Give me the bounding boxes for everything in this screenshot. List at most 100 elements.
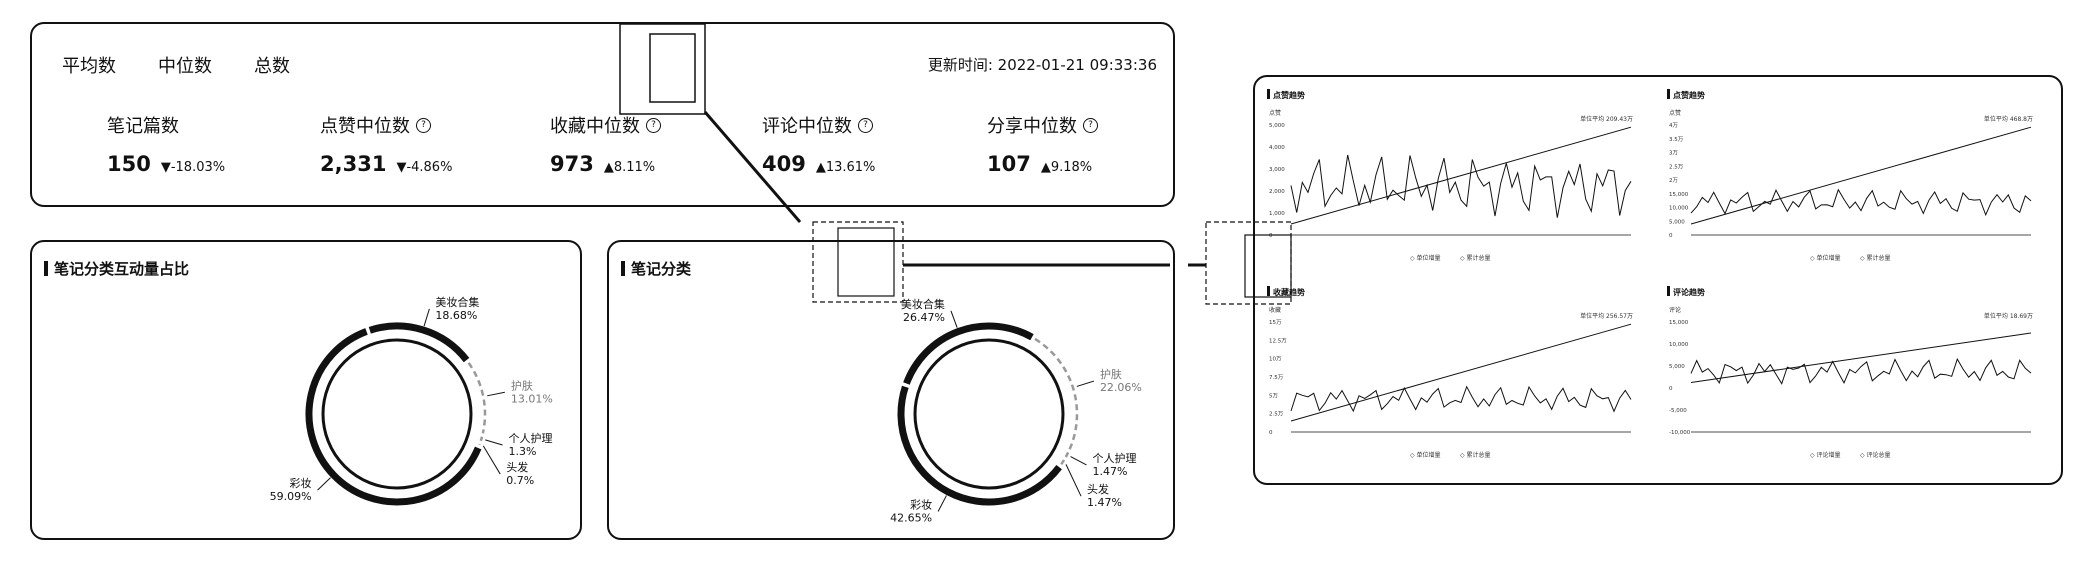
category-donut-chart: 彩妆42.65%美妆合集26.47%护肤22.06%个人护理1.47%头发1.4… [890,297,1142,525]
metric-value: 973 [550,152,594,176]
y-tick-label: 10万 [1269,356,1282,363]
metric-label: 收藏中位数 [550,116,640,137]
y-tick-label: 7.5万 [1269,374,1284,381]
donut-slice [903,322,1034,385]
y-tick-label: 12.5万 [1269,337,1287,344]
help-icon[interactable]: ? [1083,117,1098,133]
leader-line [937,495,947,512]
legend-item: ◇ 累计总量 [1860,254,1891,262]
panel-title-text: 笔记分类 [631,260,692,278]
stats-panel: 平均数 中位数 总数 更新时间: 2022-01-21 09:33:36 笔记篇… [30,22,1175,207]
y-tick-label: 5,000 [1669,219,1685,225]
slice-value-label: 22.06% [1100,381,1142,394]
y-tick-label: 0 [1669,386,1673,392]
leader-line [482,445,501,475]
y-tick-label: -10,000 [1669,430,1691,436]
help-icon[interactable]: ? [416,117,431,133]
slice-value-label: 13.01% [511,392,553,405]
axis-label: 点赞 [1669,109,1681,117]
y-tick-label: 2.5万 [1669,163,1684,170]
y-tick-label: 4万 [1669,122,1678,129]
leader-line [1065,464,1082,497]
donut-inner-ring [913,338,1065,490]
metric-notes: 笔记篇数 150 ▼-18.03% [107,112,225,176]
slice-value-label: 18.68% [435,309,477,322]
donut-slice [1034,337,1079,450]
metric-change: ▲8.11% [603,160,656,175]
slice-value-label: 42.65% [890,512,932,525]
donut-slice [1060,459,1066,466]
y-tick-label: 2.5万 [1269,411,1284,418]
trend-chart-title: 收藏趋势 [1273,287,1305,297]
y-tick-label: 5万 [1269,392,1278,399]
y-tick-label: 15,000 [1669,192,1689,198]
y-tick-label: 10,000 [1669,206,1689,212]
series-line-cumulative [1290,323,1632,422]
slice-name-label: 头发 [506,460,528,474]
metric-change: ▲9.18% [1040,160,1093,175]
tab-total[interactable]: 总数 [254,56,290,77]
y-tick-label: 3万 [1669,150,1678,157]
series-line-increment [1690,357,2032,385]
title-bar-icon [44,261,48,276]
tab-average[interactable]: 平均数 [62,56,116,77]
slice-name-label: 个人护理 [1093,451,1137,465]
donut-slice [897,385,1062,506]
tab-median[interactable]: 中位数 [158,56,212,77]
y-tick-label: 5,000 [1669,364,1685,370]
y-tick-label: -5,000 [1669,408,1687,414]
slice-name-label: 彩妆 [910,499,932,512]
metric-likes: 点赞中位数? 2,331 ▼-4.86% [320,112,452,176]
axis-label: 评论 [1669,306,1681,314]
metric-change: ▼-18.03% [160,160,226,175]
metric-label: 笔记篇数 [107,116,179,137]
title-bar-icon [1667,89,1670,99]
leader-line [487,391,505,397]
axis-label: 收藏 [1269,306,1281,314]
series-line-increment [1290,154,1632,218]
slice-name-label: 护肤 [511,378,533,392]
donut-slice [305,328,482,506]
trend-arrow-icon: ▼ [160,160,171,175]
trend-arrow-icon: ▲ [1040,160,1051,175]
trend-arrow-icon: ▲ [815,160,826,175]
y-tick-label: 3,000 [1269,167,1285,173]
slice-value-label: 0.7% [506,474,534,487]
y-tick-label: 0 [1269,430,1273,436]
metric-change: ▲13.61% [815,160,876,175]
metric-value: 2,331 [320,152,387,176]
title-bar-icon [1267,89,1270,99]
y-tick-label: 5,000 [1269,123,1285,129]
help-icon[interactable]: ? [646,117,661,133]
slice-name-label: 美妆合集 [901,297,945,311]
metric-label: 评论中位数 [762,116,852,137]
help-icon[interactable]: ? [858,117,873,133]
title-bar-icon [1667,286,1670,296]
legend-item: ◇ 评论总量 [1860,451,1891,459]
leader-line [423,308,430,327]
panel-title-text: 笔记分类互动量占比 [54,260,190,278]
leader-line [1076,380,1095,387]
trend-arrow-icon: ▼ [396,160,407,175]
series-line-increment [1290,385,1632,413]
slice-value-label: 1.47% [1093,465,1128,478]
panel-title: 笔记分类互动量占比 [44,258,189,279]
metric-value: 409 [762,152,806,176]
trend-chart-title: 评论趋势 [1673,287,1705,297]
slice-value-label: 26.47% [903,311,945,324]
metric-comments: 评论中位数? 409 ▲13.61% [762,112,875,176]
y-tick-label: 4,000 [1269,145,1285,151]
y-tick-label: 10,000 [1669,342,1689,348]
title-bar-icon [1267,286,1270,296]
metric-label: 分享中位数 [987,116,1077,137]
leader-line [485,439,503,446]
y-tick-label: 15万 [1269,319,1282,326]
trend-chart-title: 点赞趋势 [1673,90,1705,100]
y-tick-label: 0 [1669,233,1673,239]
y-tick-label: 0 [1269,233,1273,239]
legend-item: ◇ 累计总量 [1460,451,1491,459]
y-tick-label: 15,000 [1669,320,1689,326]
